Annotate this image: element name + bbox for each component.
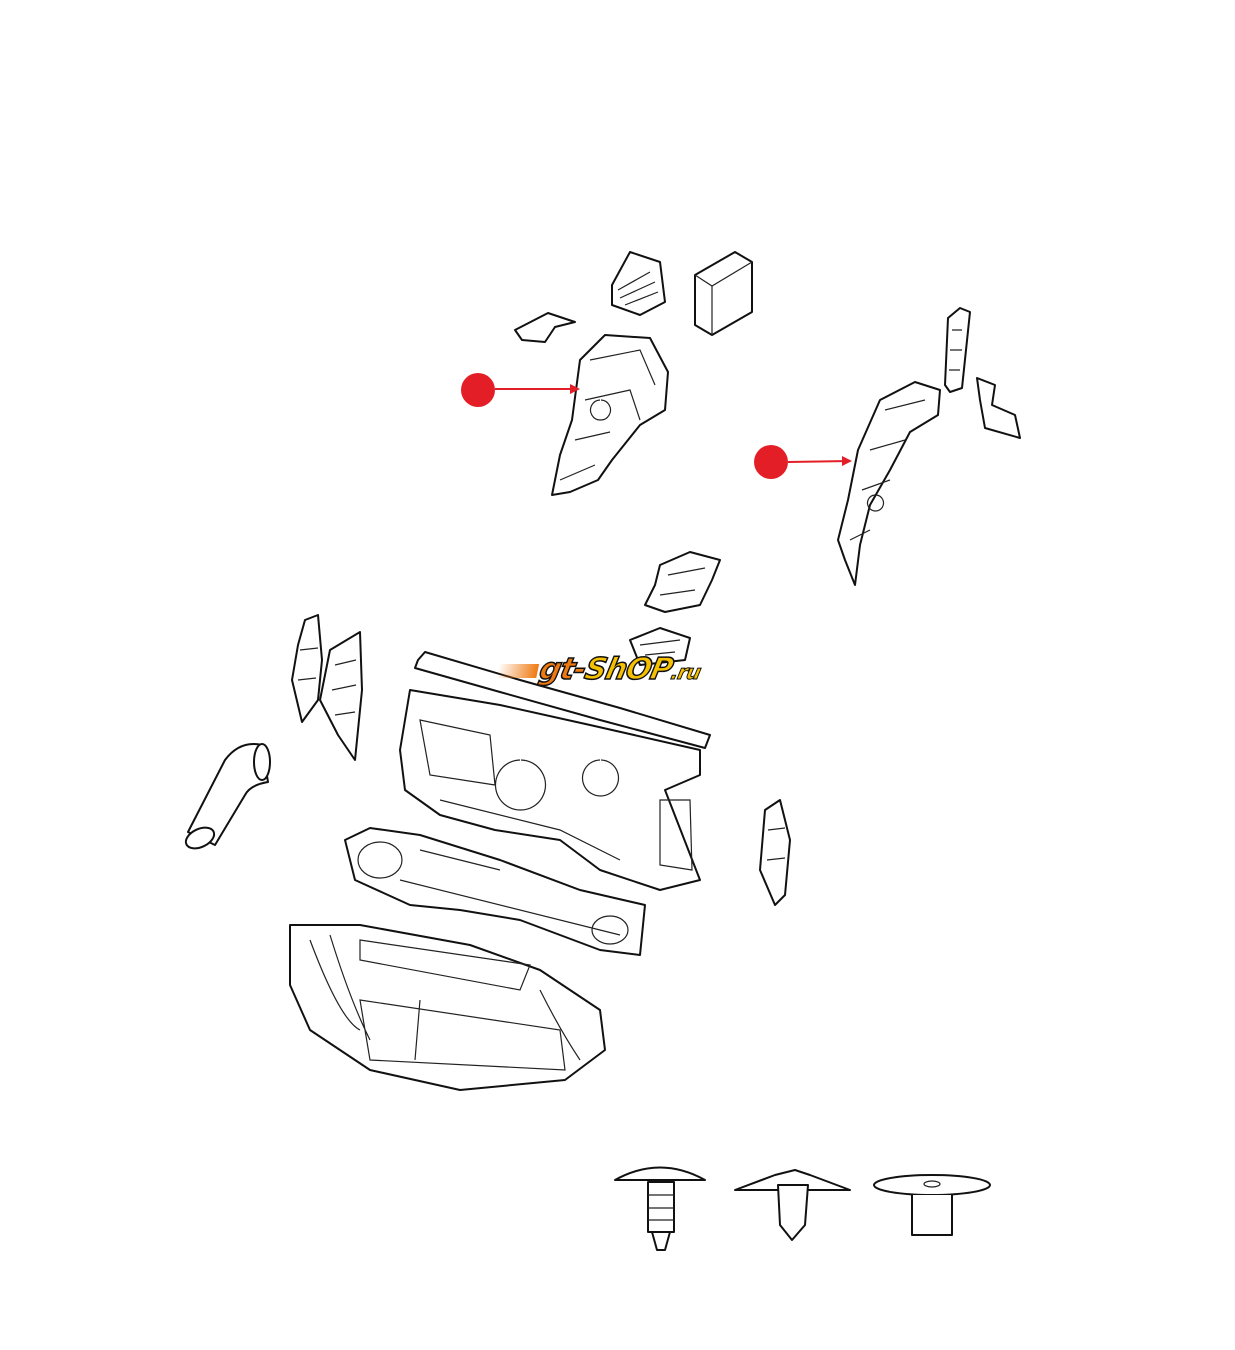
duct-seal-top: [611, 251, 666, 316]
left-wheelhouse-silencer: [551, 334, 669, 496]
logo-text-gt: gt-: [536, 651, 590, 688]
insulator-block: [694, 251, 753, 336]
dash-panel-inner: [344, 827, 646, 956]
arrow-head: [842, 456, 852, 466]
callout-right: [754, 445, 852, 479]
duct-tube: [184, 743, 271, 850]
logo-text-ru: .ru: [668, 660, 703, 685]
center-bracket-upper: [644, 551, 721, 613]
dash-panel-silencer: [399, 689, 701, 891]
retainer-fastener: [873, 1174, 991, 1236]
side-insulator-left-2: [319, 631, 363, 761]
clip-fastener: [734, 1169, 851, 1241]
side-insulator-right: [759, 799, 791, 906]
pad-small-right: [976, 377, 1021, 439]
push-pin-fastener: [614, 1166, 706, 1251]
red-dot-marker: [461, 373, 495, 407]
hood-silencer: [289, 924, 606, 1091]
watermark-logo: gt-ShOP.ru: [494, 651, 704, 688]
cowl-panel-top: [414, 651, 711, 749]
red-dot-marker: [754, 445, 788, 479]
center-bracket-lower: [629, 627, 691, 666]
callout-left: [461, 373, 580, 407]
right-seal-strip: [944, 307, 971, 393]
logo-streak: [496, 663, 540, 678]
pad-small-left: [514, 312, 576, 343]
right-wheelhouse-silencer: [837, 381, 941, 586]
side-insulator-left-1: [291, 614, 323, 723]
arrow-head: [570, 384, 580, 394]
logo-text-shop: ShOP: [581, 651, 676, 688]
